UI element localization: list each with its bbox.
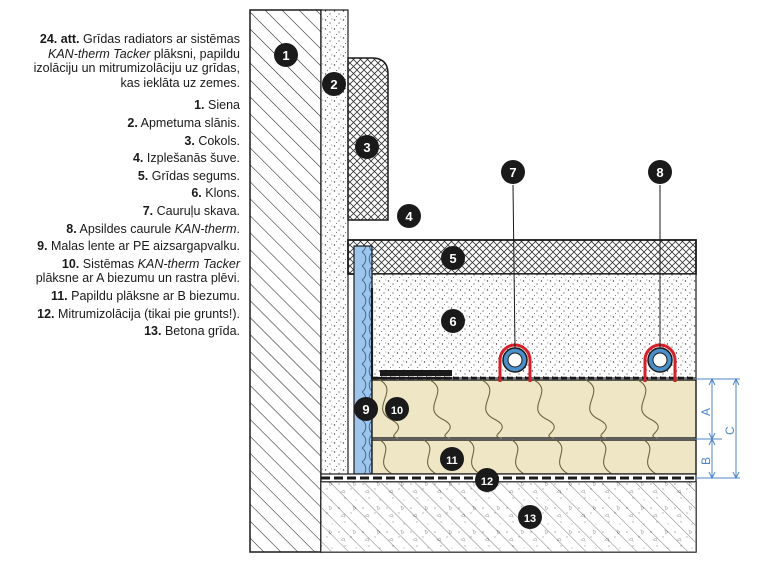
- edge-strip: [353, 245, 373, 475]
- svg-text:2: 2: [330, 77, 337, 92]
- legend-item-10: 10. Sistēmas KAN-therm Tacker plāksne ar…: [35, 256, 240, 286]
- svg-text:5: 5: [449, 251, 456, 266]
- svg-text:11: 11: [446, 455, 458, 467]
- marker-11: 11: [440, 447, 464, 471]
- svg-text:7: 7: [509, 165, 516, 180]
- dimension-a: A: [699, 408, 713, 416]
- dimension-c: C: [723, 426, 737, 435]
- marker-10: 10: [385, 397, 409, 421]
- marker-2: 2: [322, 72, 346, 96]
- leader-7: [512, 184, 516, 349]
- legend-item-11: 11. Papildu plāksne ar B biezumu.: [50, 288, 240, 303]
- caption-text-1: Grīdas radiators ar sistēmas: [83, 32, 240, 46]
- legend-item-1: 1. Siena: [194, 98, 240, 113]
- svg-text:3: 3: [363, 140, 370, 155]
- caption-text-3: plāksni, papildu izolāciju un mitrumizol…: [33, 46, 240, 90]
- caption-number: 24. att.: [39, 32, 80, 46]
- legend-item-2: 2. Apmetuma slānis.: [127, 115, 240, 130]
- marker-9: 9: [354, 397, 378, 421]
- svg-text:13: 13: [524, 513, 536, 525]
- legend-item-8: 8. Apsildes caurule KAN-therm.: [66, 221, 240, 236]
- svg-text:6: 6: [449, 314, 456, 329]
- svg-text:10: 10: [391, 405, 403, 417]
- legend-item-7: 7. Cauruļu skava.: [142, 203, 240, 218]
- marker-6: 6: [441, 309, 465, 333]
- svg-text:4: 4: [405, 209, 413, 224]
- wall: [249, 9, 322, 553]
- figure-caption: 24. att. Grīdas radiators ar sistēmas KA…: [20, 32, 240, 90]
- marker-13: 13: [518, 505, 542, 529]
- legend-item-6: 6. Klons.: [191, 186, 240, 201]
- legend-item-5: 5. Grīdas segums.: [137, 168, 240, 183]
- marker-5: 5: [441, 246, 465, 270]
- legend-item-3: 3. Cokols.: [184, 133, 240, 148]
- heating-pipe-2: [647, 347, 673, 373]
- legend-item-12: 12. Mitrumizolācija (tikai pie grunts!).: [37, 306, 240, 321]
- svg-text:9: 9: [362, 402, 369, 417]
- marker-8: 8: [648, 160, 672, 184]
- marker-7: 7: [501, 160, 525, 184]
- marker-3: 3: [355, 135, 379, 159]
- caption-text-2: KAN-therm Tacker: [48, 46, 151, 61]
- heating-pipe-1: [502, 347, 528, 373]
- floor-covering: [347, 239, 697, 275]
- screed: [371, 273, 697, 379]
- flap-end: [380, 370, 452, 376]
- legend-item-4: 4. Izplešanās šuve.: [132, 151, 240, 166]
- legend-item-13: 13. Betona grīda.: [144, 324, 240, 339]
- marker-12: 12: [475, 468, 499, 492]
- svg-text:12: 12: [481, 476, 493, 488]
- dimension-lines: [696, 377, 740, 480]
- dimension-b: B: [699, 457, 713, 465]
- tacker-board-pattern: [379, 379, 659, 439]
- additional-board-pattern: [379, 439, 657, 475]
- svg-text:1: 1: [282, 48, 289, 63]
- svg-text:8: 8: [656, 165, 663, 180]
- additional-board: [371, 439, 697, 475]
- legend-item-9: 9. Malas lente ar PE aizsargapvalku.: [37, 239, 240, 254]
- marker-4: 4: [397, 204, 421, 228]
- legend-panel: 24. att. Grīdas radiators ar sistēmas KA…: [20, 32, 240, 342]
- marker-1: 1: [274, 43, 298, 67]
- tacker-board: [371, 379, 697, 439]
